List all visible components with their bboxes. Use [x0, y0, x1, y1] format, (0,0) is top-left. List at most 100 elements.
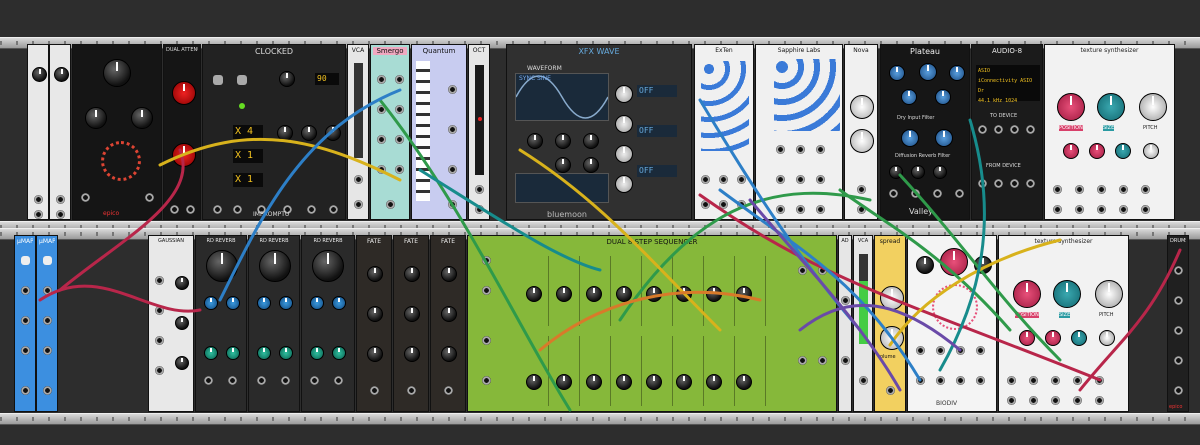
- jack-icon[interactable]: [448, 85, 457, 94]
- jack-icon[interactable]: [283, 205, 292, 214]
- jack-icon[interactable]: [955, 189, 964, 198]
- cable-purple[interactable]: [798, 303, 962, 352]
- knob-icon[interactable]: [226, 296, 240, 310]
- module-black-ouroboros[interactable]: epico: [72, 44, 162, 220]
- knob-icon[interactable]: [259, 250, 291, 282]
- knob-icon[interactable]: [615, 115, 633, 133]
- cable-red[interactable]: [698, 193, 1102, 382]
- module-texture-synth-2[interactable]: texture synthesizer POSITION SIZE PITCH: [998, 235, 1129, 412]
- jack-icon[interactable]: [329, 205, 338, 214]
- module-drums[interactable]: DRUMS epico: [1167, 235, 1189, 412]
- module-plateau[interactable]: Plateau Dry Input Filter Diffusion Rever…: [880, 44, 970, 220]
- knob-icon[interactable]: [850, 95, 874, 119]
- knob-icon[interactable]: [940, 248, 968, 276]
- knob-icon[interactable]: [1095, 280, 1123, 308]
- jack-icon[interactable]: [816, 145, 825, 154]
- knob-icon[interactable]: [935, 89, 951, 105]
- knob-icon[interactable]: [367, 346, 383, 362]
- knob-icon[interactable]: [441, 306, 457, 322]
- cable-blue[interactable]: [718, 188, 922, 382]
- jack-icon[interactable]: [334, 376, 343, 385]
- knob-icon[interactable]: [204, 346, 218, 360]
- jack-icon[interactable]: [936, 346, 945, 355]
- knob-icon[interactable]: [54, 67, 69, 82]
- cable-red[interactable]: [1078, 248, 1182, 392]
- knob-icon[interactable]: [404, 346, 420, 362]
- jack-icon[interactable]: [1007, 396, 1016, 405]
- cable-green[interactable]: [838, 188, 1012, 332]
- jack-icon[interactable]: [233, 205, 242, 214]
- jack-icon[interactable]: [859, 376, 868, 385]
- knob-icon[interactable]: [310, 296, 324, 310]
- jack-icon[interactable]: [354, 175, 363, 184]
- knob-icon[interactable]: [1071, 330, 1087, 346]
- jack-icon[interactable]: [43, 286, 52, 295]
- jack-icon[interactable]: [818, 356, 827, 365]
- module-audio-8[interactable]: AUDIO-8 ASIO iConnectivity ASIO Dr 44.1 …: [971, 44, 1043, 220]
- cable-yellow[interactable]: [518, 148, 722, 332]
- module-dual-attenuverter[interactable]: DUAL ATTENUVERTER: [163, 44, 201, 220]
- cable-red[interactable]: [38, 284, 202, 313]
- cable-green[interactable]: [378, 98, 572, 412]
- jack-icon[interactable]: [444, 386, 453, 395]
- jack-icon[interactable]: [776, 145, 785, 154]
- jack-icon[interactable]: [310, 376, 319, 385]
- jack-icon[interactable]: [395, 165, 404, 174]
- knob-icon[interactable]: [916, 256, 934, 274]
- jack-icon[interactable]: [34, 195, 43, 204]
- module-gaussian[interactable]: GAUSSIAN: [148, 235, 194, 412]
- module-oct[interactable]: OCT: [468, 44, 490, 220]
- knob-icon[interactable]: [103, 59, 131, 87]
- knob-icon[interactable]: [172, 81, 196, 105]
- jack-icon[interactable]: [1141, 205, 1150, 214]
- knob-icon[interactable]: [556, 286, 572, 302]
- jack-icon[interactable]: [1075, 205, 1084, 214]
- knob-icon[interactable]: [301, 125, 317, 141]
- keyboard[interactable]: [416, 61, 430, 201]
- knob-icon[interactable]: [1063, 143, 1079, 159]
- jack-icon[interactable]: [395, 105, 404, 114]
- knob-icon[interactable]: [646, 374, 662, 390]
- jack-icon[interactable]: [1174, 386, 1183, 395]
- jack-icon[interactable]: [841, 296, 850, 305]
- reset-button[interactable]: [213, 75, 223, 85]
- jack-icon[interactable]: [841, 356, 850, 365]
- jack-icon[interactable]: [1174, 266, 1183, 275]
- jack-icon[interactable]: [145, 193, 154, 202]
- jack-icon[interactable]: [21, 316, 30, 325]
- knob-icon[interactable]: [131, 107, 153, 129]
- module-nova[interactable]: Nova: [844, 44, 878, 220]
- knob-icon[interactable]: [736, 286, 752, 302]
- jack-icon[interactable]: [1075, 185, 1084, 194]
- knob-icon[interactable]: [175, 356, 189, 370]
- module-vca-1[interactable]: VCA: [347, 44, 369, 220]
- knob-icon[interactable]: [526, 286, 542, 302]
- jack-icon[interactable]: [475, 205, 484, 214]
- jack-icon[interactable]: [386, 200, 395, 209]
- knob-icon[interactable]: [919, 63, 937, 81]
- button-grid[interactable]: [701, 61, 749, 151]
- jack-icon[interactable]: [701, 200, 710, 209]
- knob-icon[interactable]: [616, 286, 632, 302]
- module-rd-reverb-2[interactable]: RD REVERB: [248, 235, 300, 412]
- cable-green[interactable]: [618, 191, 872, 322]
- module-fate-3[interactable]: FATE: [430, 235, 466, 412]
- jack-icon[interactable]: [395, 75, 404, 84]
- jack-icon[interactable]: [816, 205, 825, 214]
- jack-icon[interactable]: [796, 205, 805, 214]
- module-rd-reverb-3[interactable]: RD REVERB: [301, 235, 355, 412]
- knob-icon[interactable]: [555, 157, 571, 173]
- jack-icon[interactable]: [1051, 376, 1060, 385]
- knob-icon[interactable]: [935, 129, 953, 147]
- module-exten[interactable]: ExTen: [694, 44, 754, 220]
- jack-icon[interactable]: [475, 185, 484, 194]
- jack-icon[interactable]: [1029, 376, 1038, 385]
- knob-icon[interactable]: [257, 346, 271, 360]
- knob-icon[interactable]: [226, 346, 240, 360]
- knob-icon[interactable]: [1057, 93, 1085, 121]
- knob-icon[interactable]: [175, 276, 189, 290]
- jack-icon[interactable]: [56, 210, 65, 219]
- cable-yellow[interactable]: [158, 137, 402, 182]
- cable-purple[interactable]: [748, 198, 902, 392]
- jack-icon[interactable]: [354, 200, 363, 209]
